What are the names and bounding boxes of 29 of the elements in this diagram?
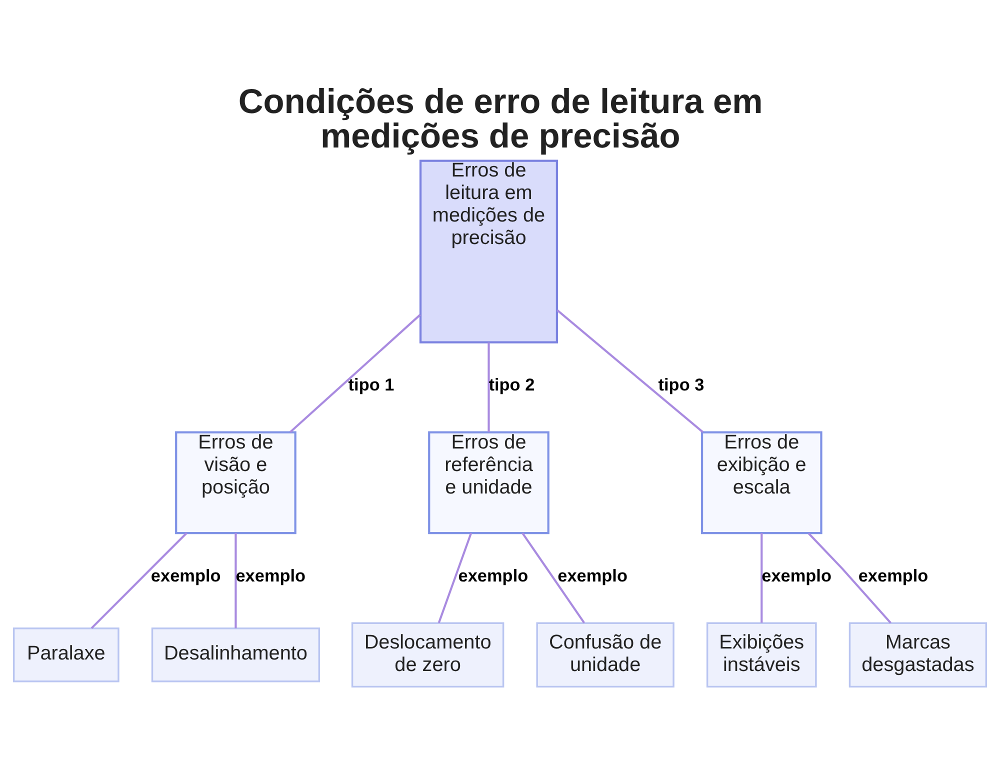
connector	[90, 532, 188, 629]
node-box: Desalinhamento	[151, 628, 320, 682]
connector	[808, 532, 892, 624]
node-box: Erros de exibição e escala	[700, 431, 822, 534]
connector	[488, 342, 490, 432]
edge-label: exemplo	[150, 565, 221, 586]
edge-label: tipo 2	[488, 374, 535, 394]
edge-label: exemplo	[558, 565, 628, 586]
edge-label: exemplo	[762, 565, 832, 586]
node-box: Paralaxe	[12, 628, 120, 682]
connector	[522, 532, 586, 624]
node-box: Confusão de unidade	[536, 622, 674, 688]
node-box: Deslocamento de zero	[351, 622, 504, 688]
edge-label: tipo 1	[348, 374, 394, 394]
node-box: Erros de visão e posição	[175, 431, 296, 534]
connector	[760, 533, 763, 623]
edge-label: tipo 3	[658, 374, 704, 394]
diagram-title: Condições de erro de leitura em medições de precisão	[238, 82, 763, 156]
node-box: Erros de leitura em medições de precisão	[419, 160, 558, 344]
edge-label: exemplo	[458, 565, 528, 586]
connector	[438, 532, 472, 624]
connector	[556, 309, 704, 433]
edge-label: exemplo	[858, 565, 928, 586]
connector	[290, 314, 421, 433]
node-box: Erros de referência e unidade	[428, 431, 550, 534]
node-box: Exibições instáveis	[706, 622, 817, 688]
connector	[234, 533, 237, 628]
node-box: Marcas desgastadas	[848, 622, 988, 688]
edge-label: exemplo	[236, 565, 306, 586]
